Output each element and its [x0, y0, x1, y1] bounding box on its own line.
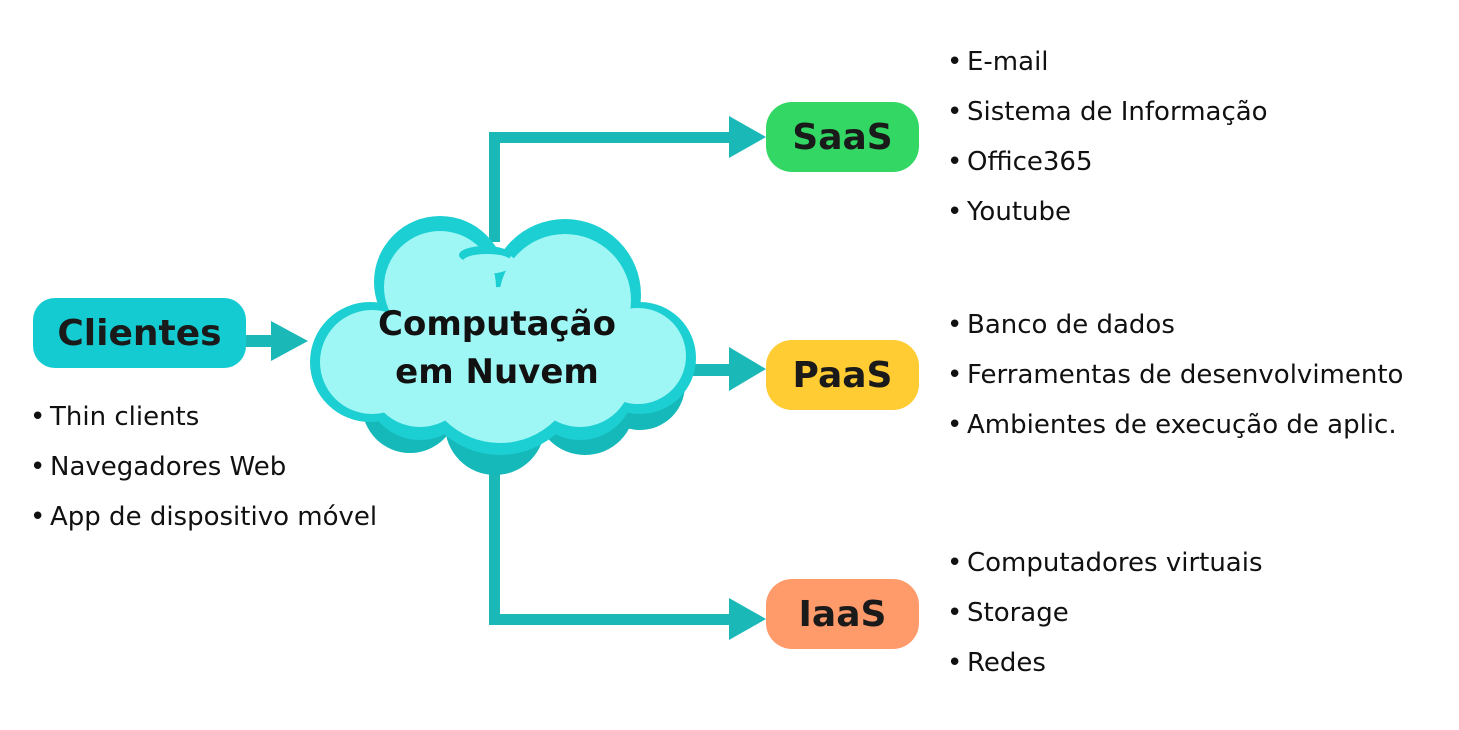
cloud-icon: [310, 216, 696, 475]
bullet-icon: •: [947, 548, 963, 578]
list-item-text: Youtube: [967, 197, 1071, 227]
cloud-label: Computação em Nuvem: [352, 300, 642, 396]
bullet-icon: •: [30, 402, 46, 432]
saas-label: SaaS: [792, 116, 893, 158]
list-item-text: App de dispositivo móvel: [50, 502, 378, 532]
bullet-icon: •: [947, 410, 963, 440]
list-item-text: Navegadores Web: [50, 452, 287, 482]
cloud-label-line-1: Computação: [378, 304, 616, 344]
list-item-text: Redes: [967, 648, 1046, 678]
bullet-icon: •: [947, 648, 963, 678]
saas-box: SaaS: [766, 102, 919, 172]
list-item: •Office365: [947, 137, 1268, 187]
bullet-icon: •: [947, 310, 963, 340]
bullet-icon: •: [947, 197, 963, 227]
saas-list: •E-mail •Sistema de Informação •Office36…: [947, 37, 1268, 237]
bullet-icon: •: [30, 452, 46, 482]
cloud-label-line-2: em Nuvem: [395, 352, 599, 392]
paas-box: PaaS: [766, 340, 919, 410]
bullet-icon: •: [947, 598, 963, 628]
iaas-list: •Computadores virtuais •Storage •Redes: [947, 538, 1263, 688]
bullet-icon: •: [947, 97, 963, 127]
list-item: •Storage: [947, 588, 1263, 638]
list-item: •Youtube: [947, 187, 1268, 237]
bullet-icon: •: [30, 502, 46, 532]
list-item: •Computadores virtuais: [947, 538, 1263, 588]
paas-list: •Banco de dados •Ferramentas de desenvol…: [947, 300, 1403, 450]
list-item-text: Computadores virtuais: [967, 548, 1263, 578]
cloud-to-iaas-arrow: [489, 462, 766, 640]
cloud-to-paas-arrow: [690, 347, 766, 391]
clientes-to-cloud-arrow: [246, 321, 308, 361]
list-item: •App de dispositivo móvel: [30, 492, 377, 542]
bullet-icon: •: [947, 360, 963, 390]
bullet-icon: •: [947, 47, 963, 77]
list-item: •Redes: [947, 638, 1263, 688]
list-item-text: Sistema de Informação: [967, 97, 1268, 127]
list-item: •E-mail: [947, 37, 1268, 87]
list-item-text: Ambientes de execução de aplic.: [967, 410, 1397, 440]
list-item: •Navegadores Web: [30, 442, 377, 492]
list-item-text: Storage: [967, 598, 1069, 628]
list-item-text: Office365: [967, 147, 1093, 177]
iaas-box: IaaS: [766, 579, 919, 649]
iaas-label: IaaS: [798, 593, 887, 635]
list-item: •Thin clients: [30, 392, 377, 442]
list-item: •Banco de dados: [947, 300, 1403, 350]
list-item-text: Banco de dados: [967, 310, 1175, 340]
bullet-icon: •: [947, 147, 963, 177]
clientes-box: Clientes: [33, 298, 246, 368]
cloud-to-saas-arrow: [489, 116, 766, 242]
list-item: •Sistema de Informação: [947, 87, 1268, 137]
clientes-list: •Thin clients •Navegadores Web •App de d…: [30, 392, 377, 542]
list-item: •Ferramentas de desenvolvimento: [947, 350, 1403, 400]
list-item-text: Ferramentas de desenvolvimento: [967, 360, 1404, 390]
list-item: •Ambientes de execução de aplic.: [947, 400, 1403, 450]
list-item-text: Thin clients: [50, 402, 200, 432]
list-item-text: E-mail: [967, 47, 1049, 77]
clientes-label: Clientes: [57, 312, 222, 354]
paas-label: PaaS: [792, 354, 893, 396]
